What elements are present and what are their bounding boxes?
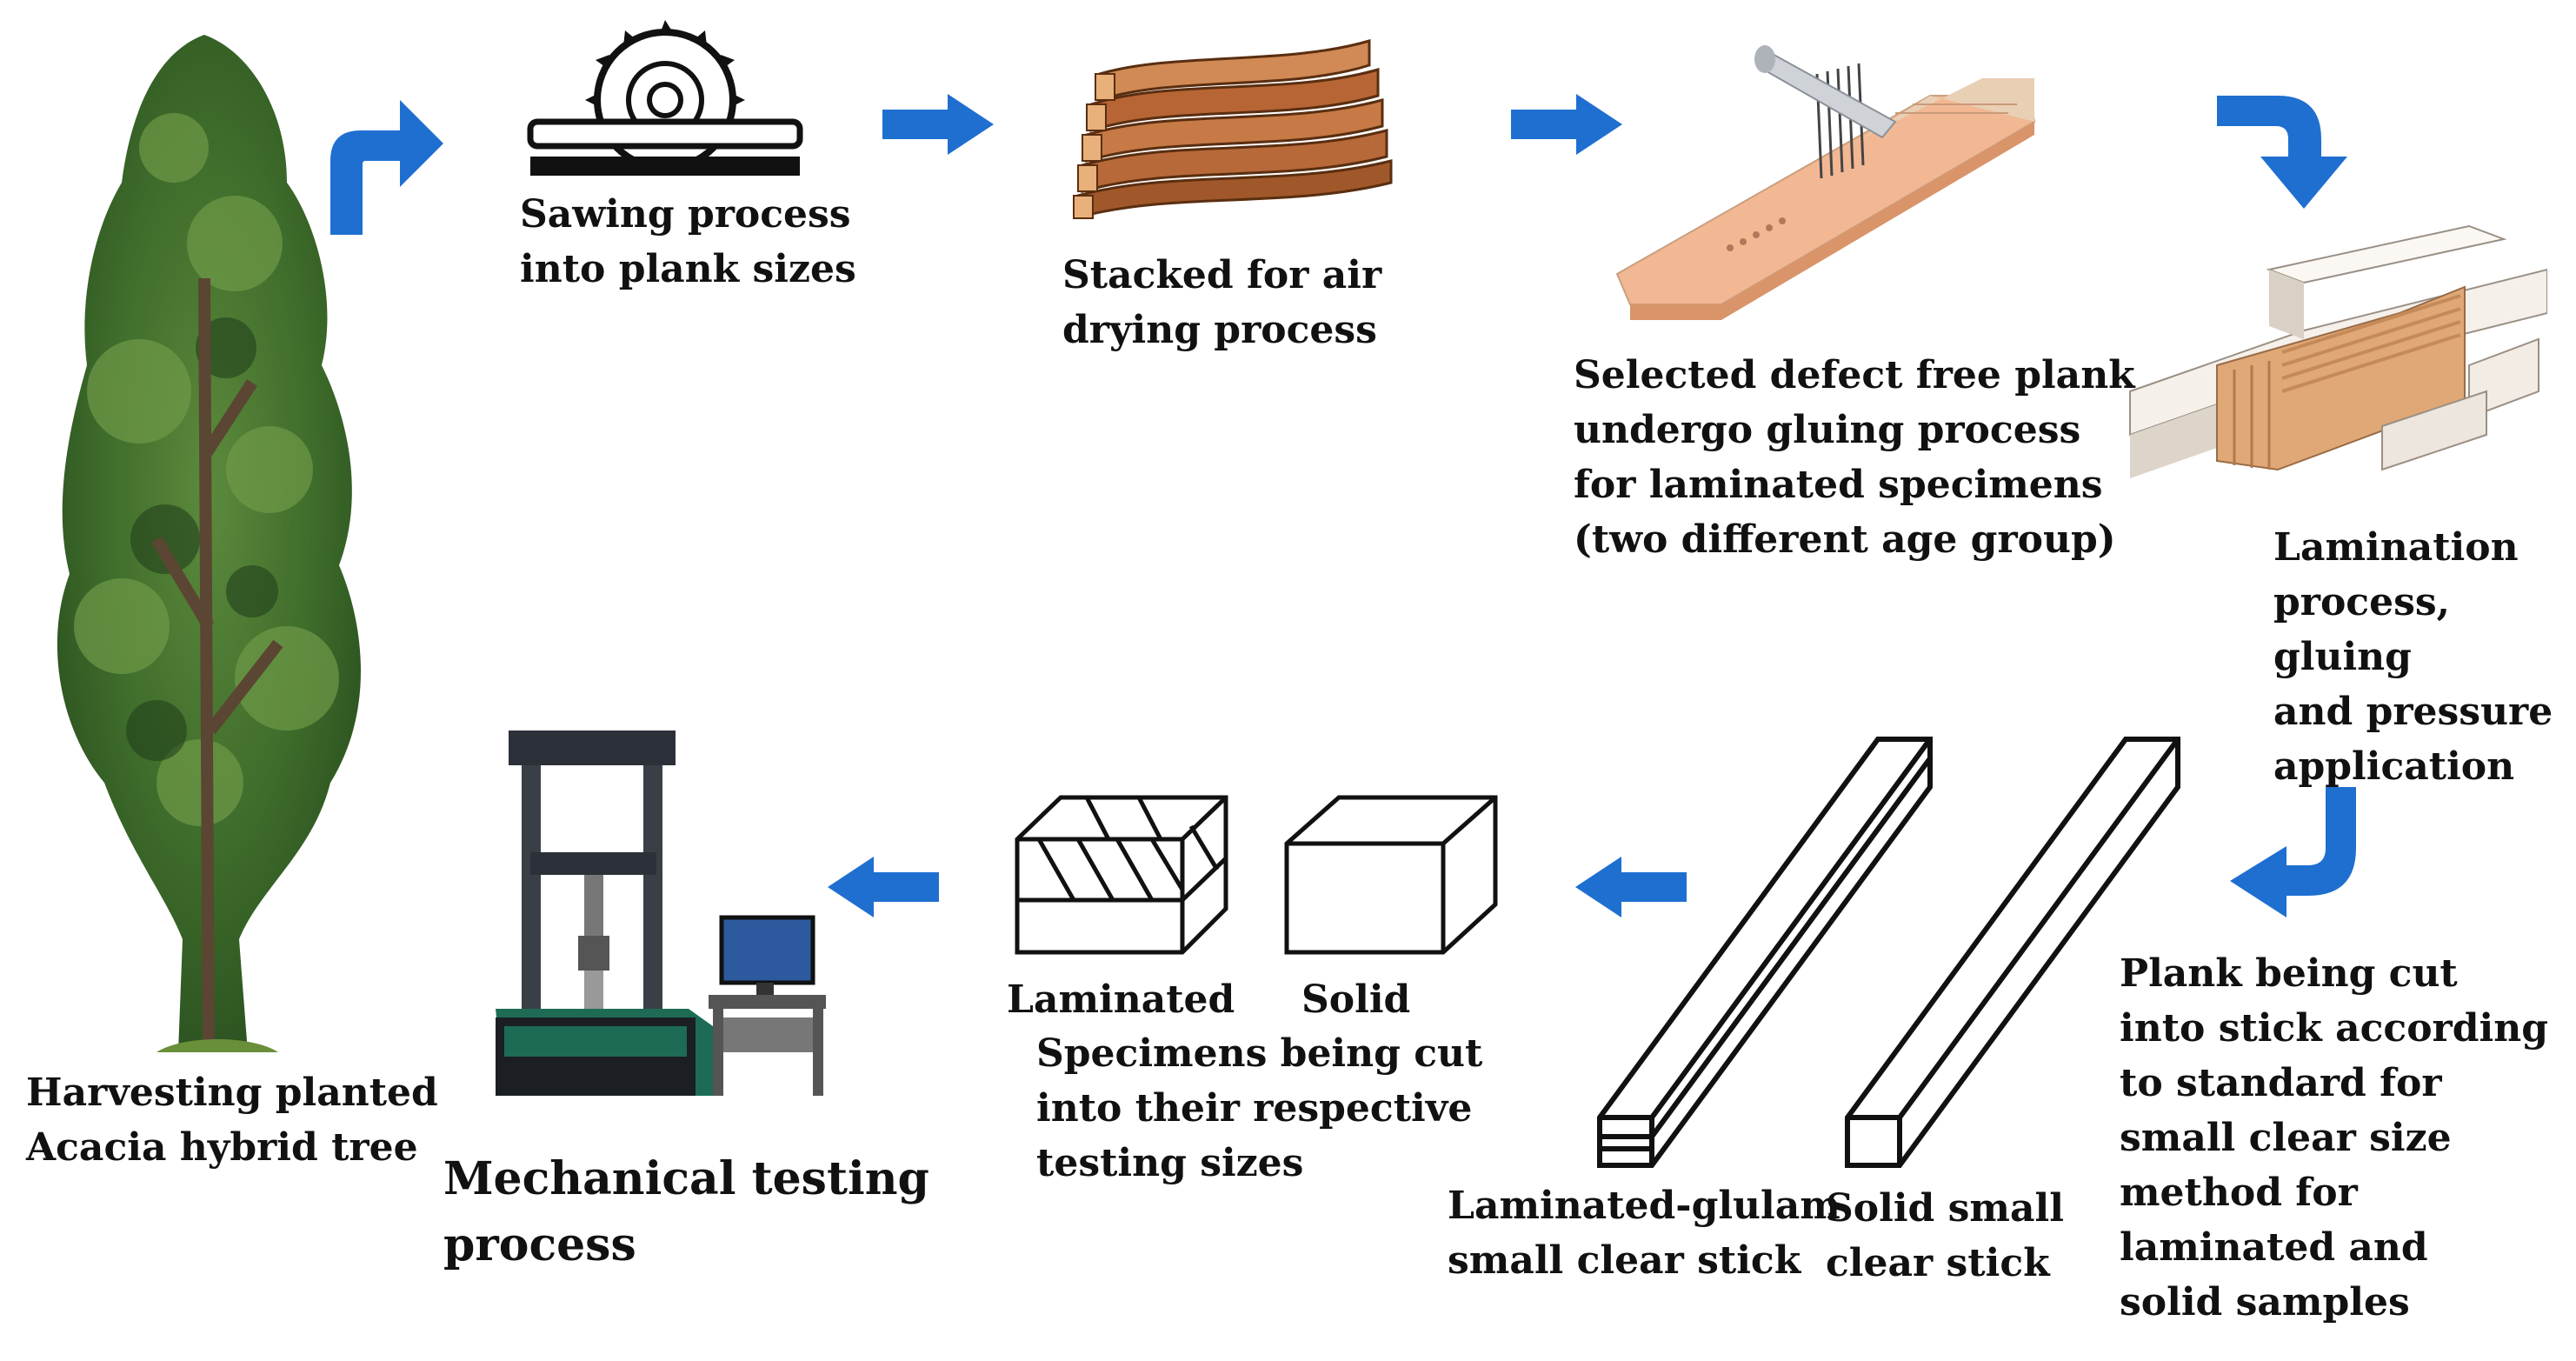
specimen-cutting-label: Specimens being cut into their respectiv… bbox=[1036, 1031, 1483, 1185]
stacked-planks-image bbox=[1069, 22, 1400, 239]
arrow-up-right-icon bbox=[326, 91, 448, 239]
laminated-stick-drawing bbox=[1582, 726, 1947, 1178]
lamination-press-image bbox=[2121, 217, 2547, 496]
acacia-tree-image bbox=[26, 17, 391, 1087]
sawing-label: Sawing process into plank sizes bbox=[520, 192, 856, 291]
solid-specimen-label: Solid bbox=[1301, 977, 1411, 1022]
solid-stick-label: Solid small clear stick bbox=[1826, 1186, 2064, 1285]
arrow-right-icon bbox=[882, 94, 995, 155]
solid-specimen-cube bbox=[1278, 787, 1504, 961]
laminated-specimen-label: Laminated bbox=[1007, 977, 1235, 1022]
arrow-right-icon bbox=[1511, 94, 1624, 155]
gluing-label: Selected defect free plank undergo gluin… bbox=[1574, 353, 2135, 562]
testing-machine-image bbox=[487, 722, 843, 1104]
arrow-left-icon bbox=[826, 857, 939, 917]
harvest-label: Harvesting planted Acacia hybrid tree bbox=[26, 1071, 438, 1170]
circular-saw-icon bbox=[522, 17, 809, 191]
solid-stick-drawing bbox=[1830, 726, 2195, 1178]
testing-label: Mechanical testing process bbox=[443, 1152, 929, 1271]
laminated-specimen-cube bbox=[1008, 787, 1252, 961]
lamination-label: Lamination process, gluing and pressure … bbox=[2273, 525, 2553, 789]
arrow-curve-down-icon bbox=[2217, 91, 2356, 213]
gluing-plank-image bbox=[1600, 26, 2052, 330]
laminated-stick-label: Laminated-glulam small clear stick bbox=[1448, 1184, 1840, 1283]
arrow-left-icon bbox=[1574, 857, 1687, 917]
drying-label: Stacked for air drying process bbox=[1062, 253, 1382, 352]
cutting-label: Plank being cut into stick according to … bbox=[2120, 951, 2548, 1324]
arrow-curve-left-icon bbox=[2230, 787, 2360, 917]
